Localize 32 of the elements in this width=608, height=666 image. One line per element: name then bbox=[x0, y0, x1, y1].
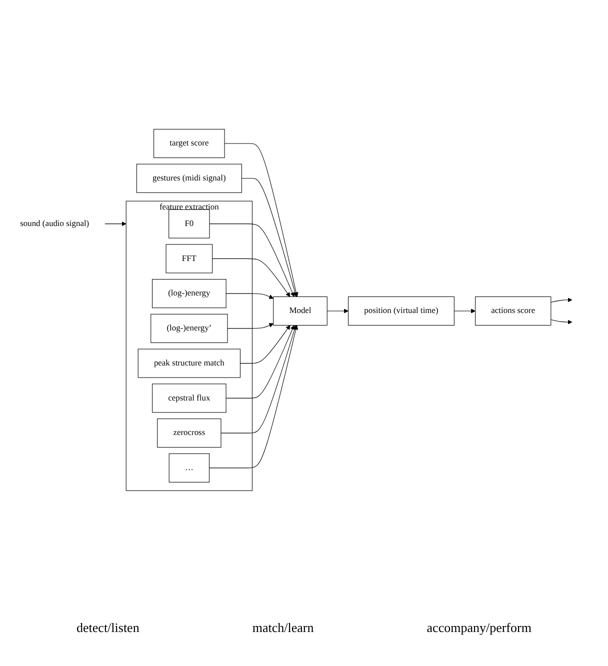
node-box: gestures (midi signal) bbox=[136, 164, 242, 193]
stage-label: accompany/perform bbox=[426, 620, 532, 636]
arrow bbox=[212, 258, 290, 297]
node-box: (log-)energy’ bbox=[150, 314, 228, 344]
node-text: sound (audio signal) bbox=[20, 219, 90, 228]
node-box: Model bbox=[273, 296, 328, 326]
arrow bbox=[226, 325, 295, 398]
node-box: (log-)energy bbox=[152, 279, 226, 308]
node-box: … bbox=[168, 453, 210, 483]
node-box: actions score bbox=[475, 296, 552, 326]
stage-label: detect/listen bbox=[76, 620, 140, 636]
node-box: target score bbox=[154, 129, 225, 158]
node-box: position (virtual time) bbox=[348, 296, 454, 326]
arrow bbox=[227, 323, 274, 329]
arrow bbox=[240, 325, 290, 364]
node-box: peak structure match bbox=[138, 348, 240, 378]
node-box: zerocross bbox=[157, 418, 222, 448]
arrow bbox=[104, 222, 126, 226]
node-box: cepstral flux bbox=[152, 384, 226, 413]
node-box: FFT bbox=[166, 244, 213, 274]
arrow bbox=[226, 293, 274, 299]
arrow bbox=[550, 319, 572, 324]
arrow bbox=[220, 325, 297, 434]
node-box: F0 bbox=[168, 209, 210, 238]
stage-label: match/learn bbox=[252, 620, 314, 636]
arrow bbox=[550, 298, 572, 303]
arrow bbox=[241, 178, 298, 297]
arrow bbox=[209, 224, 295, 297]
arrow bbox=[208, 325, 298, 468]
arrow bbox=[454, 308, 476, 314]
arrow bbox=[326, 308, 348, 314]
arrow bbox=[224, 143, 298, 297]
